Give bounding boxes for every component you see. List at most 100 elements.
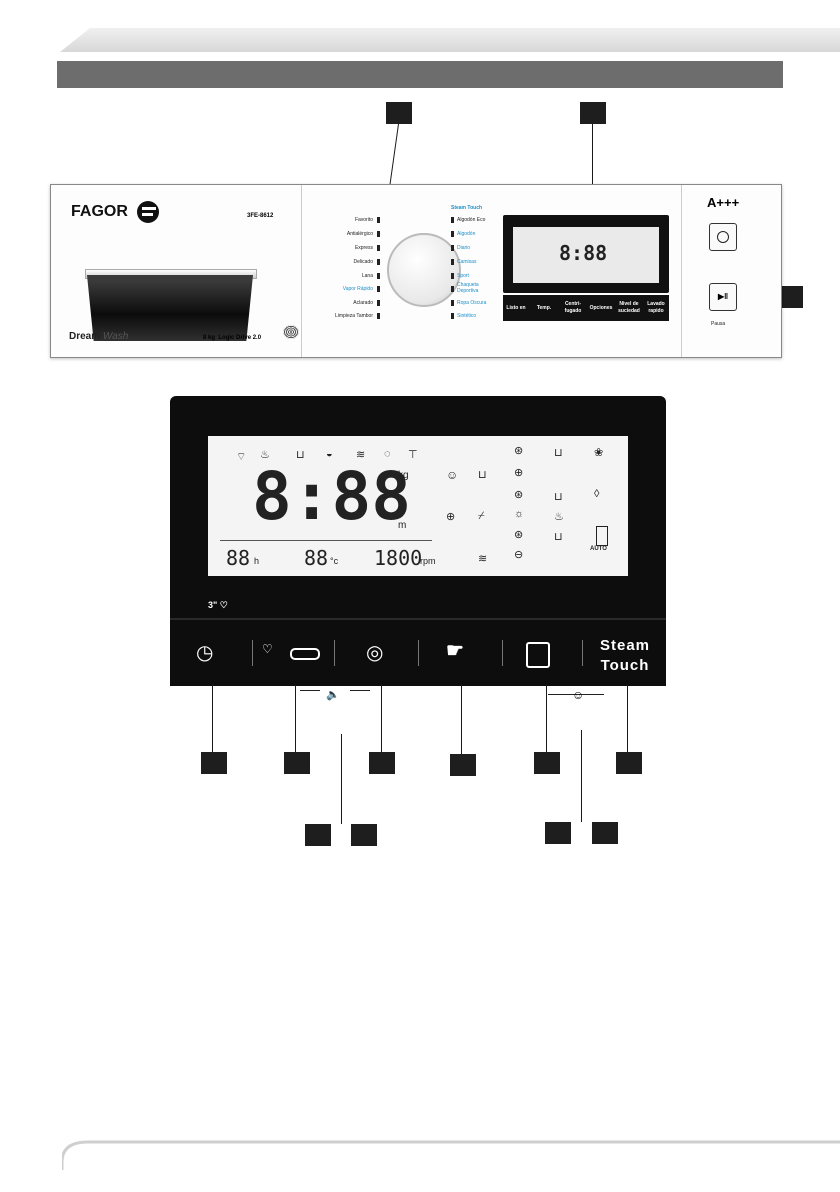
steam-icon: ♨ [260,449,270,461]
mini-button-temp[interactable]: Temp. [536,304,552,311]
callout-box-spin [369,752,395,774]
drop-icon: ◊ [594,488,600,500]
program-express: Express [354,245,373,251]
lcd-screen: ⌔ ♨ ⊔ ◒ ≋ ◌ ⊤ 8:88 kg h m 88 h 88 °c 180… [208,436,628,576]
play-pause-icon: ▶ǁ [718,292,729,301]
sub-hours: 88 [226,546,251,570]
wash-tub-icon: ◒ [326,448,333,460]
soil-normal-icon: ⊛ [514,489,524,501]
program-aclarado: Aclarado [353,300,373,306]
start-pause-button[interactable]: ▶ǁ [709,283,737,311]
program-ropa-oscura: Ropa Oscura [457,300,487,306]
program-chaqueta-deportiva: Chaqueta Deportiva [457,282,479,294]
spin-icon: ◌ [384,448,391,460]
callout-box-display [580,102,606,124]
hold-3s-label: 3" ♡ [208,600,228,610]
callout-box-lock-a [545,822,571,844]
wifi-icon: ⌔ [236,451,247,463]
child-face-icon: ☺ [446,468,459,482]
options-icon: ☛ [446,640,464,662]
program-lana: Lana [361,273,373,279]
washer-control-panel: FAGOR 3FE-8612 Dream Wash 8 kg Logic Dri… [50,184,782,358]
unit-m: m [398,520,407,531]
control-button-row: ◷ ♡ ◎ ☛ Steam Touch [170,618,666,686]
page-header-tab [60,28,840,52]
soil-light-icon: ⊛ [514,529,524,541]
sub-rpm: 1800 [374,546,423,570]
panel-divider-right [681,185,682,357]
spin-speed-button[interactable]: ◎ [366,640,383,665]
power-button[interactable] [709,223,737,251]
main-digits: 8:88 [252,458,411,535]
rinse-tub-icon: ⊔ [554,531,563,543]
no-spin-icon: ⌿ [478,510,485,522]
sub-temp: 88 [304,546,329,570]
woolmark-logo-icon [283,325,299,339]
callout-box-start [777,286,803,308]
callout-box-timer [201,752,227,774]
soil-sun-icon: ☼ [514,508,525,520]
mini-button-listo-en[interactable]: Listo en [506,304,526,311]
mini-button-nivel-suciedad[interactable]: Nivel de suciedad [618,301,640,314]
callout-box-soil [534,752,560,774]
auto-label: AUTO [590,546,607,552]
shirt-icon: ⊤ [408,449,418,461]
auto-dose-icon [596,526,608,546]
model-number: 3FE-8612 [247,213,274,219]
soil-plus-icon: ⊕ [514,467,524,479]
callout-box-options [450,754,476,776]
mini-display-digits: 8:88 [559,241,608,265]
soil-heavy-icon: ⊛ [514,445,524,457]
lcd-divider [220,540,432,541]
dream-wash-logo: Dream Wash [69,331,129,342]
capacity-label: 8 kg Logic Drive 2.0 [203,335,262,341]
program-algodon-eco: Algodón Eco [457,217,486,223]
options-button[interactable]: ☛ [446,638,464,663]
delay-timer-button[interactable]: ◷ [196,640,213,665]
program-selector-knob[interactable] [387,233,461,307]
program-antialergico: Antialérgico [346,231,373,237]
callout-box-knob [386,102,412,124]
program-favorito: Favorito [354,217,373,223]
program-limpieza-tambor: Limpieza Tambor [335,313,373,319]
energy-rating: A+++ [707,195,740,210]
lcd-display-closeup: ⌔ ♨ ⊔ ◒ ≋ ◌ ⊤ 8:88 kg h m 88 h 88 °c 180… [170,396,666,618]
soil-level-button[interactable] [526,642,550,668]
page-footer-tab [62,1140,840,1170]
power-icon [717,231,729,243]
mini-button-lavado-rapido[interactable]: Lavado rapido [647,301,665,314]
program-delicado: Delicado [353,259,373,265]
softener-icon: ❀ [594,447,604,459]
mini-button-centrifugado[interactable]: Centri-fugado [564,301,582,314]
program-vapor-rapido: Vapor Rápido [342,286,373,292]
sound-icon: 🔈 [326,689,340,701]
mini-button-strip: Listo en Temp. Centri-fugado Opciones Ni… [503,295,669,321]
program-camisas: Camisas [457,259,477,265]
prewash-tub-icon: ⊔ [296,449,305,461]
child-lock-face-icon: ☺ [572,688,585,702]
steam-touch-label: Steam Touch [451,205,483,211]
steam-small-icon: ♨ [554,511,564,523]
mini-button-opciones[interactable]: Opciones [589,304,613,311]
callout-box-sound-a [305,824,331,846]
brand-logo-mark-icon [137,201,159,223]
sub-rpm-unit: rpm [420,556,436,566]
brand-logo: FAGOR [71,203,128,220]
extra-rinse-icon: ⊔ [554,447,563,459]
callout-line-display [592,124,593,216]
lock-icon: ⊕ [446,511,456,523]
rinse-icon: ≋ [356,449,366,461]
callout-box-sound-b [351,824,377,846]
mini-lcd-display: 8:88 [503,215,669,293]
spin-icon-large: ◎ [366,642,384,664]
steam-touch-button[interactable]: Steam Touch [600,637,651,674]
favorite-heart-icon: ♡ [262,642,273,656]
temperature-button[interactable] [290,648,320,660]
detergent-drawer[interactable] [87,275,253,341]
sub-hours-unit: h [254,556,260,566]
unit-h: h [398,496,404,507]
rinse-hold-icon: ≋ [478,553,488,565]
program-algodon: Algodón [457,231,476,237]
panel-divider [301,185,302,357]
program-diario: Diario [457,245,471,251]
